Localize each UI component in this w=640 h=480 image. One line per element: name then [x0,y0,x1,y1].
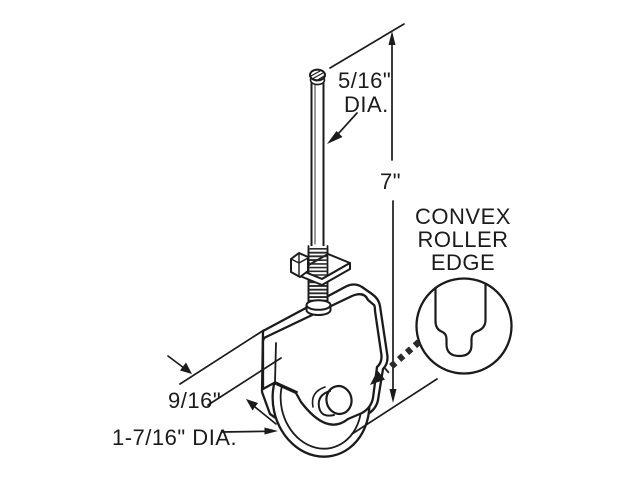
label-stem-diameter-unit: DIA. [344,92,389,117]
label-roller-diameter: 1-7/16" DIA. [112,425,237,450]
wheel-hub [311,384,353,417]
dimension-housing-depth [167,329,282,425]
extension-line-depth-1 [179,329,265,385]
label-callout-line2: ROLLER [417,227,508,252]
channel-inner-edge [274,342,298,393]
stem-collar [305,299,332,316]
hub-ellipse [325,384,353,416]
depth-arrow-shaft-upper [167,355,185,369]
label-callout-line3: EDGE [431,250,495,275]
stem-shaft-fill [311,80,324,246]
hub-swirl [317,390,335,417]
roller-edge-profile [434,283,487,358]
arrowhead-516 [327,131,343,144]
detail-circle [415,277,513,375]
hub-swirl-outer [311,386,326,408]
arrowhead-1716 [264,427,278,435]
arrowhead-depth-upper [180,362,192,374]
extension-line-top [329,23,405,69]
clip-tab-fold [290,252,309,277]
arrowhead-depth-lower [246,399,258,411]
leader-line-1716 [221,430,267,433]
stem-shaft-sides [310,80,325,247]
label-stem-diameter-value: 5/16" [338,68,391,93]
dimension-line-7in [391,43,394,391]
front-flange-face [261,293,383,426]
depth-arrow-shaft-lower [254,406,277,425]
dimension-overall-length [329,23,438,435]
label-overall-length: 7" [380,169,401,194]
collar-top [305,299,332,311]
arrowhead-down [389,389,397,403]
leader-stem-diameter [327,112,358,144]
stem-tip-threads [310,70,325,82]
leader-roller-diameter [221,427,278,435]
dashed-pointer [383,339,422,374]
extension-line-bottom [351,378,438,435]
label-housing-depth: 9/16" [168,388,221,413]
leader-line-516 [337,112,358,135]
housing-front-flange [261,293,383,426]
extension-line-depth-2 [207,357,282,406]
convex-edge-detail [370,277,513,385]
label-callout-line1: CONVEX [415,204,511,229]
adjustment-clip [290,249,351,302]
arrowhead-up [388,31,396,45]
arrowhead-pointer [370,370,385,385]
